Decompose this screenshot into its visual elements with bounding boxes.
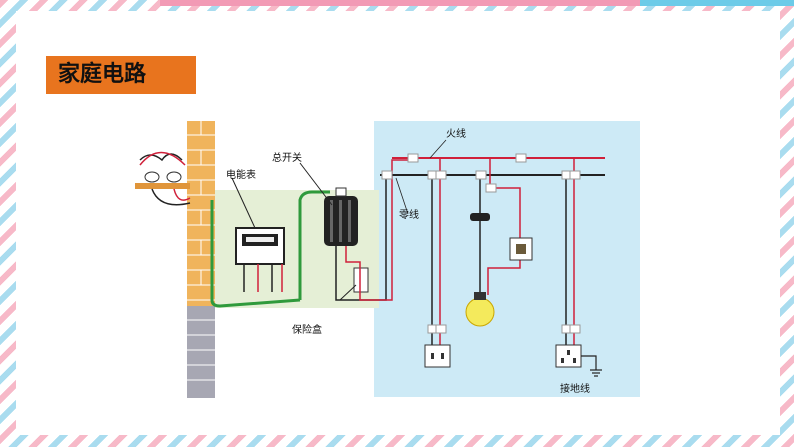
electric-meter: [231, 177, 285, 292]
slide-title: 家庭电路: [46, 56, 196, 94]
top-accent-bar: [160, 0, 640, 6]
house-panel: [374, 121, 640, 397]
label-neutral-wire: 零线: [399, 208, 419, 221]
label-meter: 电能表: [226, 168, 256, 181]
service-wire-2: [298, 190, 330, 301]
top-accent-bar-right: [640, 0, 794, 6]
label-fuse-box: 保险盒: [292, 323, 322, 336]
lamp-holder: [470, 213, 490, 221]
bulb: [465, 297, 495, 327]
two-pin-socket: [424, 344, 451, 368]
brick-wall: [187, 121, 215, 398]
branch-lamp: [465, 158, 533, 327]
label-main-switch: 总开关: [272, 151, 302, 164]
outdoor-insulators: [135, 151, 191, 206]
feed-wires: [335, 159, 410, 301]
branch-socket-1: [424, 158, 451, 368]
branch-socket-2: [555, 158, 602, 377]
main-switch: [299, 162, 358, 246]
label-live-wire: 火线: [446, 127, 466, 140]
three-pin-socket: [555, 344, 582, 368]
label-ground-wire: 接地线: [560, 382, 590, 395]
service-wire: [210, 200, 301, 308]
fuse-box: [339, 267, 369, 301]
junction-markers: [381, 153, 581, 334]
